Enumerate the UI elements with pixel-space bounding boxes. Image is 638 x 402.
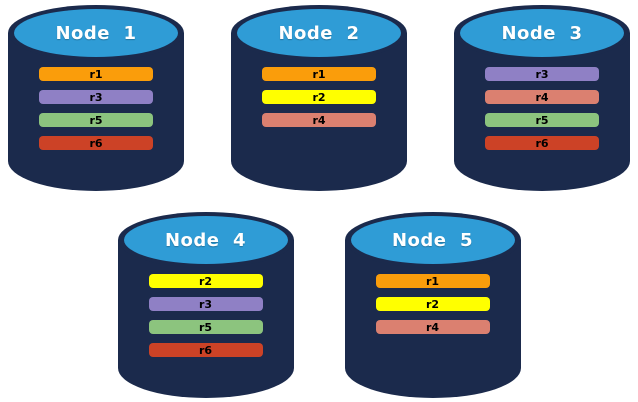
- replica-label: r2: [198, 274, 213, 288]
- database-node-3: Node 3 r3 r4 r5 r6: [454, 5, 630, 191]
- replica-label: r1: [89, 67, 103, 81]
- replica-label: r4: [535, 90, 549, 104]
- cylinder-top-face: Node 3: [460, 9, 624, 57]
- replica-label: r6: [89, 136, 103, 150]
- replica-bar-r1: r1: [375, 274, 490, 288]
- replica-bar-r1: r1: [262, 67, 376, 81]
- node-title-label: Node 5: [391, 229, 474, 251]
- node-title-label: Node 4: [164, 229, 247, 251]
- cylinder-top-face: Node 5: [350, 216, 515, 264]
- replica-label: r1: [312, 67, 326, 81]
- replica-label: r6: [535, 136, 549, 150]
- replica-label: r5: [89, 113, 103, 127]
- cylinder-top-face: Node 1: [14, 9, 178, 57]
- database-node-2: Node 2 r1 r2 r4: [231, 5, 407, 191]
- replica-label: r4: [425, 320, 440, 334]
- database-node-4: Node 4 r2 r3 r5 r6: [117, 212, 294, 398]
- replica-label: r3: [89, 90, 103, 104]
- replica-bar-r1: r1: [39, 67, 153, 81]
- node-title-label: Node 2: [278, 22, 360, 44]
- cylinder-top-face: Node 4: [123, 216, 288, 264]
- replica-list: r1 r2 r4: [231, 67, 407, 127]
- replica-bar-r3: r3: [39, 90, 153, 104]
- replica-bar-r5: r5: [485, 113, 599, 127]
- replica-list: r1 r2 r4: [345, 274, 521, 334]
- cylinder-top-face: Node 2: [237, 9, 401, 57]
- replica-bar-r4: r4: [485, 90, 599, 104]
- node-title-label: Node 1: [55, 22, 137, 44]
- replica-bar-r6: r6: [148, 343, 263, 357]
- database-node-1: Node 1 r1 r3 r5 r6: [8, 5, 184, 191]
- replica-bar-r4: r4: [262, 113, 376, 127]
- replica-bar-r3: r3: [148, 297, 263, 311]
- replica-bar-r6: r6: [39, 136, 153, 150]
- replica-bar-r2: r2: [262, 90, 376, 104]
- node-title-label: Node 3: [501, 22, 583, 44]
- replica-bar-r2: r2: [375, 297, 490, 311]
- node-row-bottom: Node 4 r2 r3 r5 r6 Node 5 r1 r2 r4: [0, 212, 638, 398]
- replica-bar-r5: r5: [39, 113, 153, 127]
- replica-label: r3: [198, 297, 213, 311]
- replica-bar-r3: r3: [485, 67, 599, 81]
- replica-label: r3: [535, 67, 549, 81]
- replica-list: r2 r3 r5 r6: [118, 274, 294, 357]
- replica-label: r5: [535, 113, 549, 127]
- replica-label: r6: [198, 343, 213, 357]
- replica-bar-r4: r4: [375, 320, 490, 334]
- replica-label: r5: [198, 320, 213, 334]
- database-node-5: Node 5 r1 r2 r4: [344, 212, 521, 398]
- replica-label: r1: [425, 274, 440, 288]
- replica-bar-r2: r2: [148, 274, 263, 288]
- replica-bar-r5: r5: [148, 320, 263, 334]
- replica-bar-r6: r6: [485, 136, 599, 150]
- replica-label: r4: [312, 113, 326, 127]
- replica-label: r2: [312, 90, 326, 104]
- replica-list: r3 r4 r5 r6: [454, 67, 630, 150]
- replica-label: r2: [425, 297, 440, 311]
- replica-list: r1 r3 r5 r6: [8, 67, 184, 150]
